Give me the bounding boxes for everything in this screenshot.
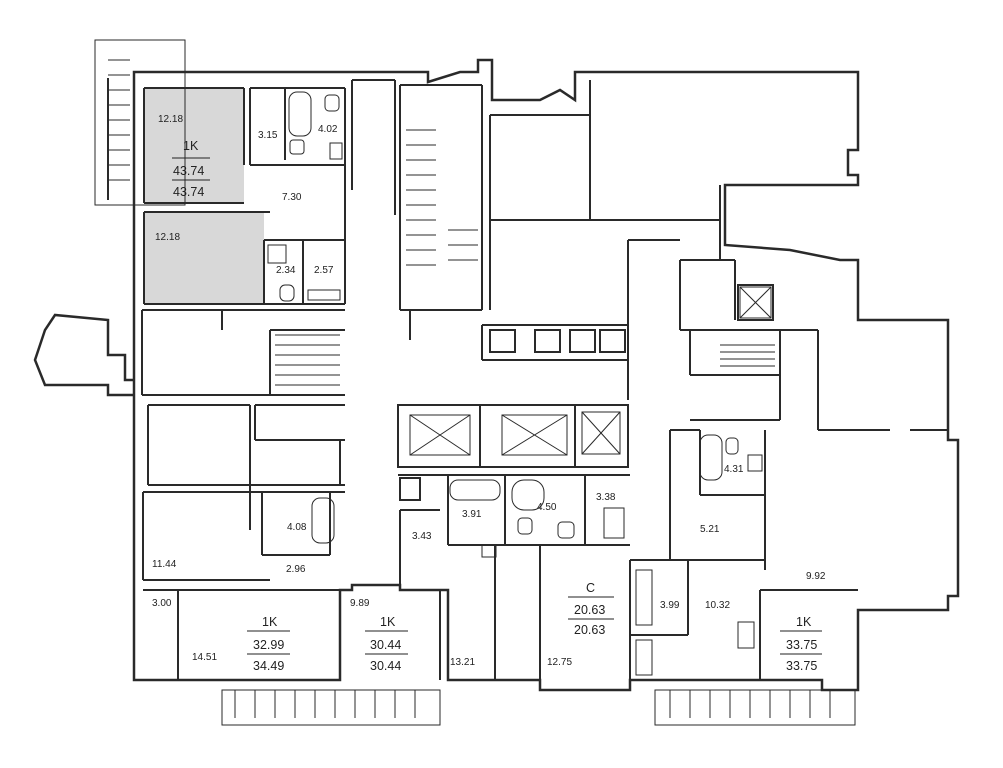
apartment-type: 1K — [262, 615, 278, 629]
apartment-a3: 1K 30.44 30.44 — [365, 615, 408, 673]
room-area: 9.92 — [806, 571, 826, 582]
apartment-a4: С 20.63 20.63 — [568, 581, 614, 637]
room-area: 4.02 — [318, 124, 338, 135]
room-area: 3.91 — [462, 509, 482, 520]
apartment-area-bottom: 43.74 — [173, 185, 204, 199]
apartment-type: 1K — [796, 615, 812, 629]
room-area: 3.99 — [660, 600, 680, 611]
room-area: 5.21 — [700, 524, 720, 535]
room-area: 4.31 — [724, 464, 744, 475]
highlighted-apartment — [144, 88, 264, 304]
room-area: 2.57 — [314, 265, 334, 276]
apartment-a5: 1K 33.75 33.75 — [780, 615, 822, 673]
room-area: 3.15 — [258, 130, 278, 141]
room-area: 14.51 — [192, 652, 217, 663]
apartment-area-top: 30.44 — [370, 638, 401, 652]
room-area: 3.38 — [596, 492, 616, 503]
walls — [33, 58, 960, 692]
room-area: 3.43 — [412, 531, 432, 542]
apartment-area-top: 43.74 — [173, 164, 204, 178]
apartment-type: С — [586, 581, 595, 595]
room-area: 4.50 — [537, 502, 557, 513]
apartment-area-top: 33.75 — [786, 638, 817, 652]
room-area: 10.32 — [705, 600, 730, 611]
apartment-a1: 1K 43.74 43.74 — [172, 139, 210, 199]
apartment-area-top: 20.63 — [574, 603, 605, 617]
room-area: 7.30 — [282, 192, 302, 203]
room-area: 12.75 — [547, 657, 572, 668]
room-area: 12.18 — [155, 232, 180, 243]
room-area: 2.96 — [286, 564, 306, 575]
room-labels: 12.18 3.15 4.02 7.30 12.18 2.34 2.57 4.0… — [152, 114, 826, 668]
stairs — [94, 39, 775, 386]
apartment-area-bottom: 20.63 — [574, 623, 605, 637]
apartment-a2: 1K 32.99 34.49 — [247, 615, 290, 673]
room-area: 12.18 — [158, 114, 183, 125]
elevators — [409, 286, 772, 456]
room-area: 2.34 — [276, 265, 296, 276]
room-area: 11.44 — [152, 559, 177, 570]
balconies — [221, 689, 856, 726]
apartment-area-bottom: 33.75 — [786, 659, 817, 673]
room-area: 9.89 — [350, 598, 370, 609]
apartment-area-bottom: 30.44 — [370, 659, 401, 673]
apartment-area-bottom: 34.49 — [253, 659, 284, 673]
room-area: 4.08 — [287, 522, 307, 533]
room-area: 3.00 — [152, 598, 172, 609]
apartment-area-top: 32.99 — [253, 638, 284, 652]
apartment-type: 1K — [183, 139, 199, 153]
room-area: 13.21 — [450, 657, 475, 668]
interior-walls — [107, 78, 948, 680]
fixtures — [267, 91, 763, 676]
apartment-type: 1K — [380, 615, 396, 629]
